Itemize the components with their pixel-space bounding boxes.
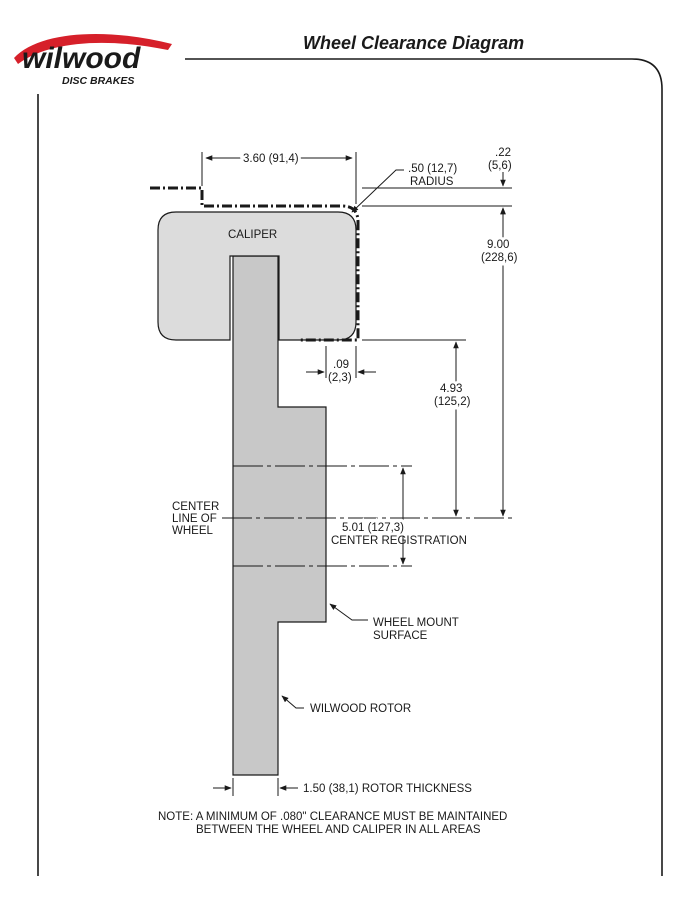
logo-wordmark: wilwood — [22, 42, 141, 75]
center-line-label-1: CENTER — [172, 501, 219, 513]
mount-leader — [329, 603, 368, 621]
logo-subtitle: DISC BRAKES — [62, 75, 134, 87]
dim-mid-label: 4.93 — [440, 383, 462, 395]
note-line-2: BETWEEN THE WHEEL AND CALIPER IN ALL ARE… — [196, 824, 481, 836]
dim-height-label: 9.00 — [487, 239, 509, 251]
dim-radius-label-2: RADIUS — [410, 176, 454, 188]
mount-label-2: SURFACE — [373, 630, 428, 642]
dim-center-reg-label-2: CENTER REGISTRATION — [331, 535, 467, 547]
caliper-label: CALIPER — [228, 229, 277, 241]
center-line-label-2: LINE OF — [172, 513, 217, 525]
dim-mid-label-2: (125,2) — [434, 396, 471, 408]
caliper-shape — [157, 211, 357, 341]
rotor-label: WILWOOD ROTOR — [310, 703, 411, 715]
extension-lines — [201, 152, 512, 796]
dim-radius-label: .50 (12,7) — [408, 163, 457, 175]
dim-radius-leader — [351, 169, 404, 213]
dim-height-label-2: (228,6) — [481, 252, 518, 264]
center-line-label-3: WHEEL — [172, 525, 214, 537]
rotor-leader — [281, 695, 304, 709]
dim-thickness-label: 1.50 (38,1) ROTOR THICKNESS — [303, 783, 472, 795]
dim-offset-label: .22 — [495, 147, 511, 159]
dim-width-label: 3.60 (91,4) — [243, 153, 299, 165]
dim-center-reg-label: 5.01 (127,3) — [342, 522, 404, 534]
dim-offset-label-2: (5,6) — [488, 160, 512, 172]
dim-gap-label-2: (2,3) — [328, 372, 352, 384]
page-title: Wheel Clearance Diagram — [303, 33, 524, 53]
note-line-1: NOTE: A MINIMUM OF .080" CLEARANCE MUST … — [158, 811, 507, 823]
logo-swoosh — [14, 33, 172, 64]
dim-gap-label: .09 — [333, 359, 349, 371]
page-frame — [37, 58, 663, 876]
rotor-shape — [232, 255, 327, 776]
wilwood-logo: wilwood DISC BRAKES — [14, 33, 172, 87]
mount-label-1: WHEEL MOUNT — [373, 617, 459, 629]
